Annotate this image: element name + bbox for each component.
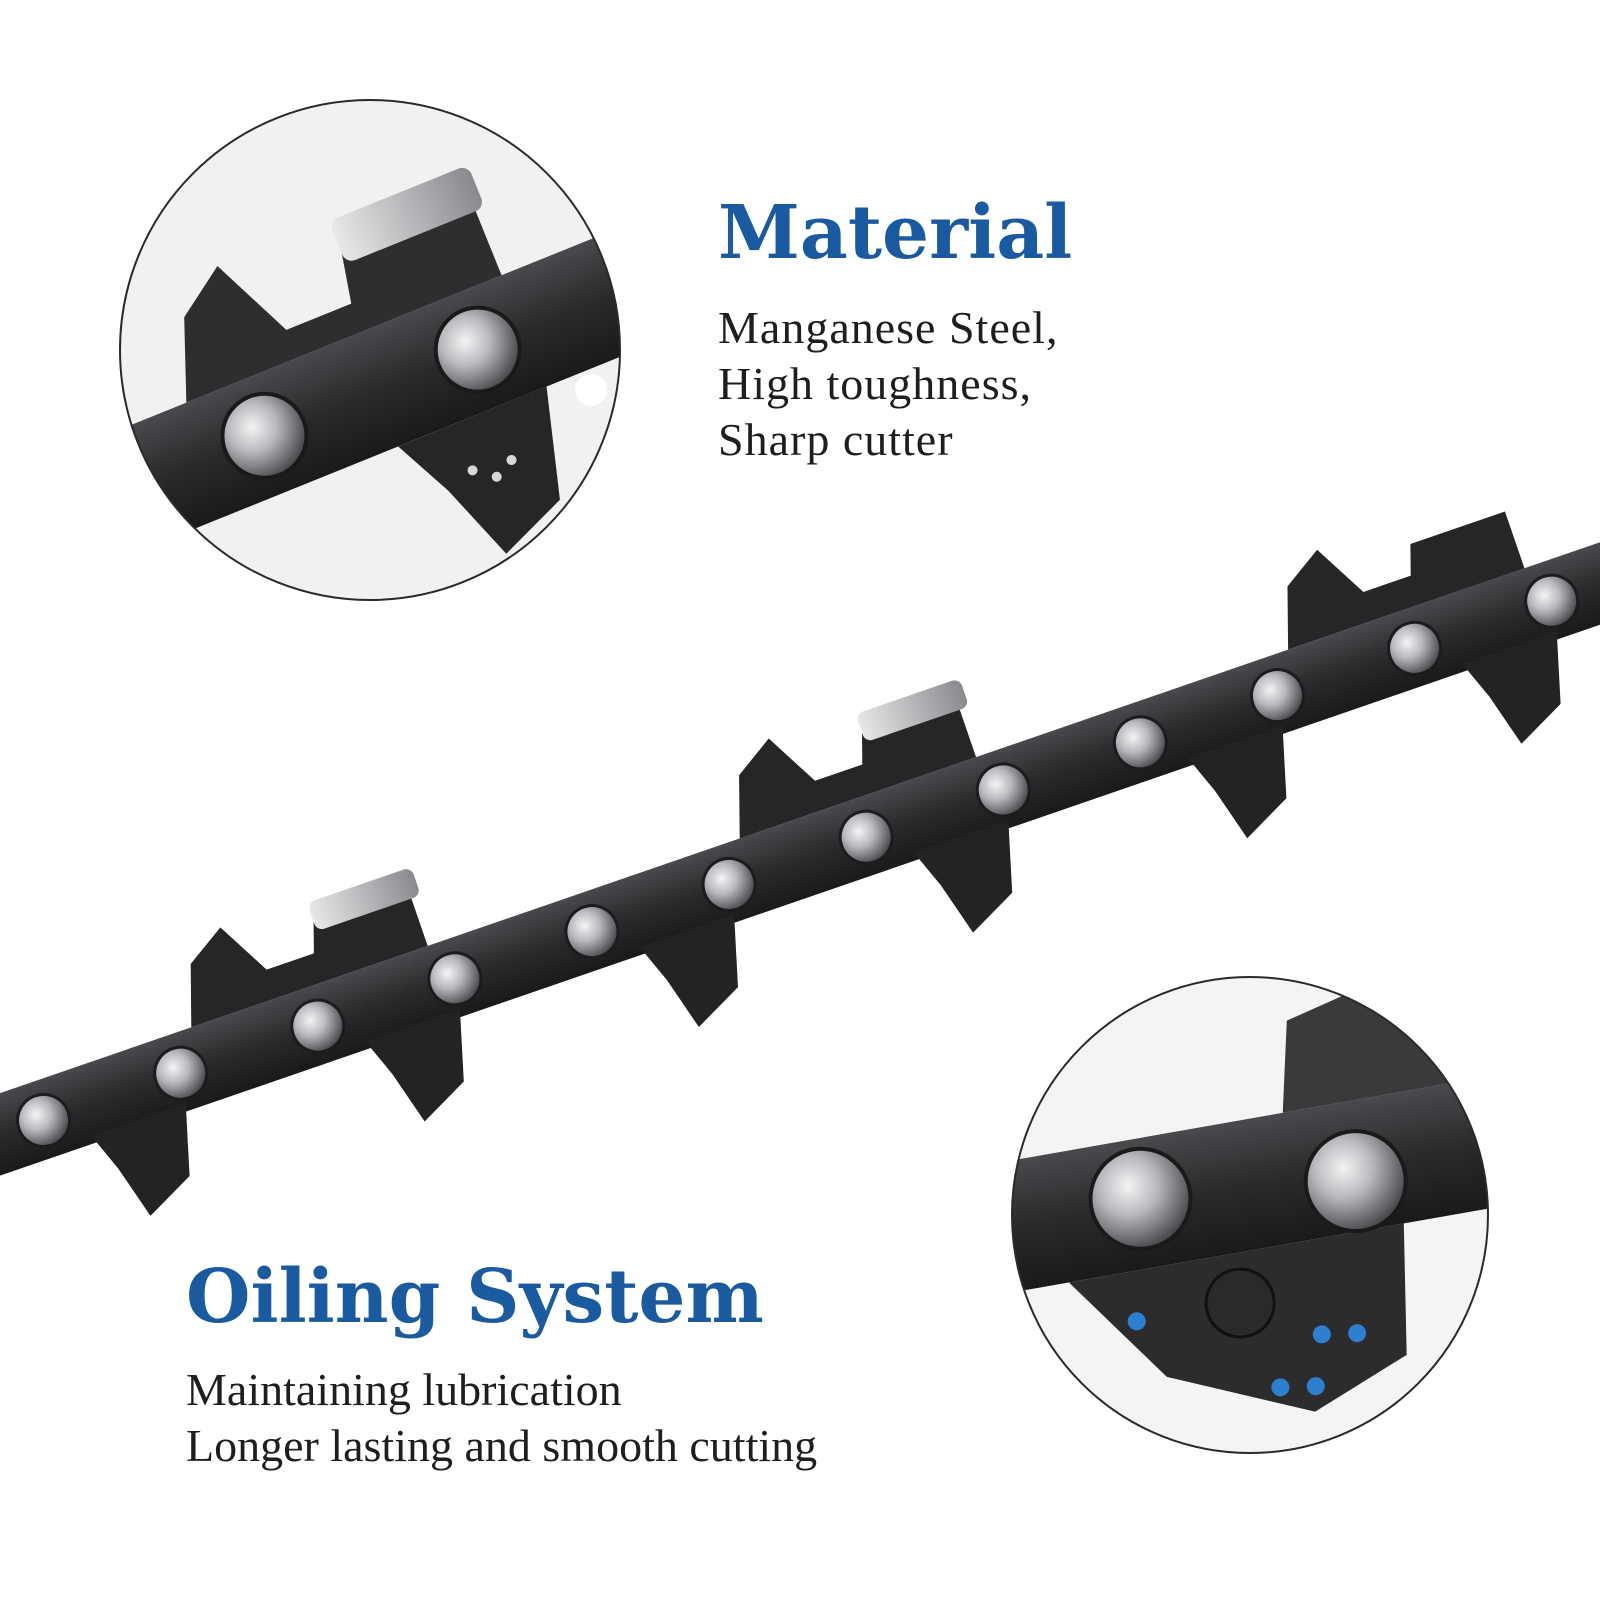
material-description: Manganese Steel, High toughness, Sharp c… <box>718 300 1058 468</box>
main-chain <box>0 511 1600 1216</box>
material-zoom-circle <box>119 99 621 601</box>
oiling-zoom-circle <box>1011 976 1489 1454</box>
material-line: Sharp cutter <box>718 414 954 465</box>
material-heading: Material <box>718 190 1073 276</box>
oil-dots <box>1127 1312 1367 1397</box>
oiling-line: Longer lasting and smooth cutting <box>186 1420 818 1471</box>
oiling-description: Maintaining lubrication Longer lasting a… <box>186 1362 817 1474</box>
oiling-heading: Oiling System <box>186 1254 764 1340</box>
oiling-line: Maintaining lubrication <box>186 1364 622 1415</box>
material-line: High toughness, <box>718 358 1032 409</box>
material-line: Manganese Steel, <box>718 302 1059 353</box>
